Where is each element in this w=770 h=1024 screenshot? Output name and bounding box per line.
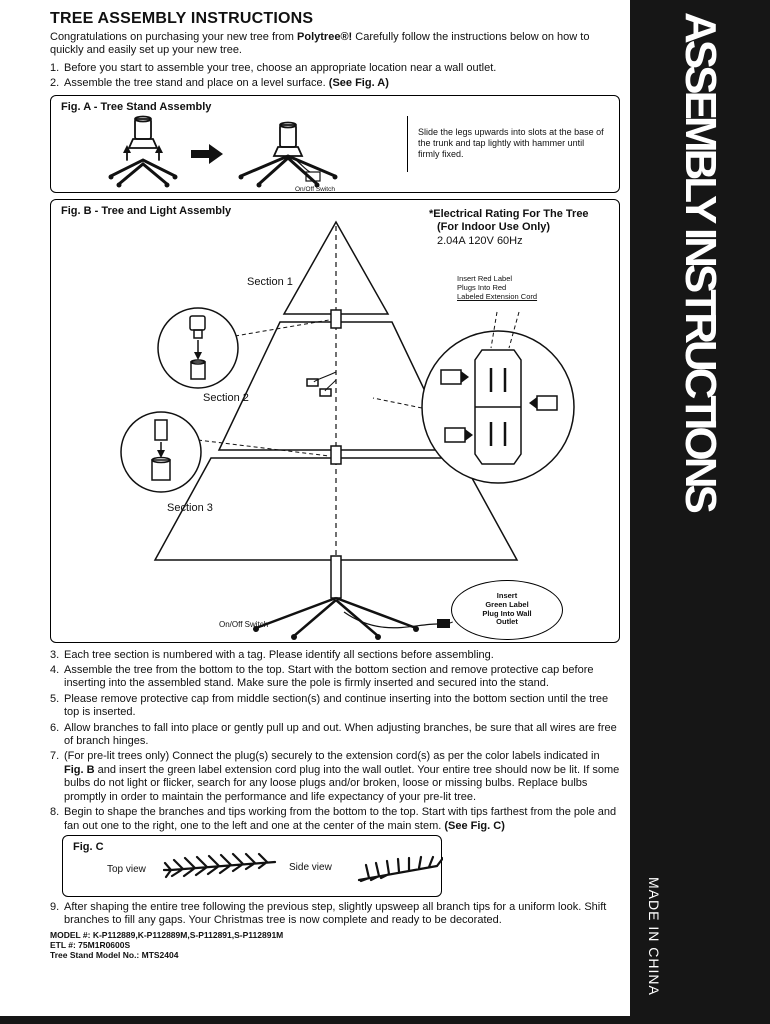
on-off-switch-label: On/Off Switch — [219, 619, 269, 629]
footer-model-info: MODEL #: K-P112889,K-P112889M,S-P112891,… — [50, 930, 620, 961]
electrical-rating: *Electrical Rating For The Tree (For Ind… — [429, 207, 589, 248]
figure-a: Fig. A - Tree Stand Assembly — [50, 94, 620, 193]
brand-name: Polytree®! — [297, 31, 353, 43]
branch-side-view-icon — [357, 855, 443, 883]
step-6: 6. Allow branches to fall into place or … — [50, 721, 617, 748]
step-2: 2. Assemble the tree stand and place on … — [50, 77, 389, 90]
figure-b-title: Fig. B - Tree and Light Assembly — [61, 204, 232, 217]
figure-a-title: Fig. A - Tree Stand Assembly — [61, 100, 212, 113]
fig-a-reference: (See Fig. A) — [328, 77, 389, 90]
tree-diagram — [120, 220, 575, 640]
intro-text-post: Carefully follow the instructions below … — [50, 31, 590, 57]
arrow-right-icon — [191, 143, 223, 164]
step-9: 9. After shaping the entire tree followi… — [50, 900, 607, 927]
etl-number: ETL #: 75M1R0600S — [50, 939, 131, 950]
green-label-note: Insert Green Label Plug Into Wall Outlet — [451, 579, 563, 640]
step-5: 5. Please remove protective cap from mid… — [50, 692, 609, 719]
fig-c-reference: (See Fig. C) — [444, 819, 505, 832]
figure-c-title: Fig. C — [73, 840, 104, 853]
section-3-label: Section 3 — [167, 501, 213, 514]
red-label-note: Insert Red Label Plugs Into Red Labeled … — [457, 273, 538, 302]
step-4: 4. Assemble the tree from the bottom to … — [50, 664, 594, 690]
fig-b-reference: Fig. B — [64, 763, 95, 776]
side-view-label: Side view — [289, 861, 332, 873]
page-title: TREE ASSEMBLY INSTRUCTIONS — [50, 10, 314, 27]
figure-a-note: Slide the legs upwards into slots at the… — [407, 115, 608, 172]
figure-c: Fig. C Top view Side view — [62, 834, 443, 897]
intro-paragraph: Congratulations on purchasing your new t… — [50, 31, 620, 58]
tree-stand-assembly-drawing: On/Off Switch — [63, 114, 403, 193]
on-off-switch-label: On/Off Switch — [295, 185, 335, 193]
step-1: 1. Before you start to assemble your tre… — [50, 61, 497, 74]
step-3: 3. Each tree section is numbered with a … — [50, 648, 494, 661]
right-sidebar: ASSEMBLY INSTRUCTIONS MADE IN CHINA — [630, 0, 770, 1024]
branch-top-view-icon — [163, 852, 277, 879]
vertical-assembly-title: ASSEMBLY INSTRUCTIONS — [676, 12, 725, 510]
intro-text-pre: Congratulations on purchasing your new t… — [50, 31, 298, 43]
section-2-label: Section 2 — [203, 391, 249, 404]
figure-b: Fig. B - Tree and Light Assembly *Electr… — [50, 198, 620, 643]
tree-stand-icon — [108, 115, 338, 188]
section-1-label: Section 1 — [247, 275, 293, 288]
made-in-china-label: MADE IN CHINA — [646, 877, 662, 996]
main-content: TREE ASSEMBLY INSTRUCTIONS Congratulatio… — [50, 10, 620, 961]
step-7: 7. (For pre-lit trees only) Connect the … — [50, 750, 620, 803]
model-numbers: MODEL #: K-P112889,K-P112889M,S-P112891,… — [50, 929, 284, 940]
step-8: 8. Begin to shape the branches and tips … — [50, 806, 617, 832]
stand-model-number: Tree Stand Model No.: MTS2404 — [50, 950, 179, 961]
top-view-label: Top view — [107, 863, 146, 875]
